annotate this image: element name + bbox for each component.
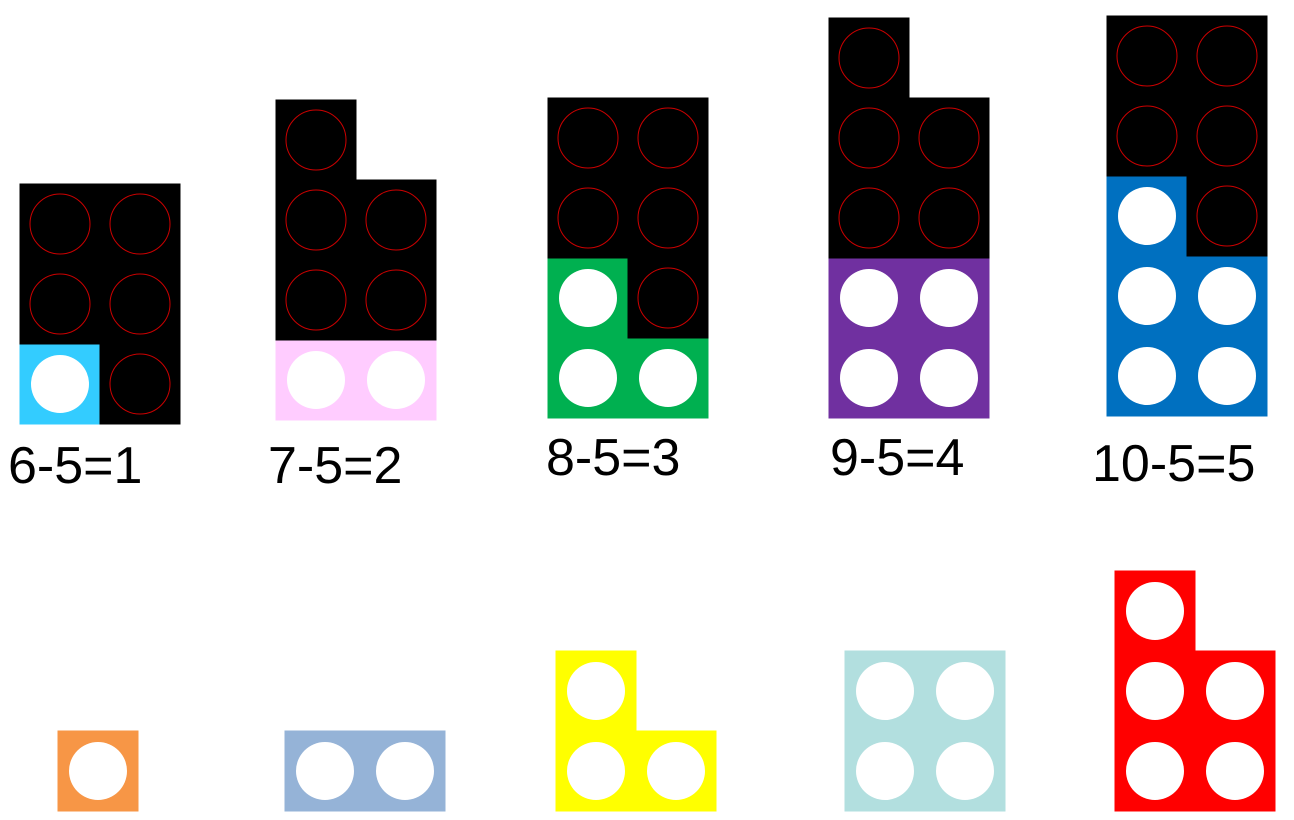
subtrahend-five-tile-cell	[909, 178, 990, 259]
subtrahend-five-tile-cell	[628, 258, 709, 339]
hole-dot	[840, 269, 898, 327]
hole-dot	[647, 742, 705, 800]
subtrahend-five-tile-cell	[276, 260, 357, 341]
hole-dot	[296, 742, 354, 800]
subtrahend-five-tile-cell	[100, 264, 181, 345]
hole-dot	[367, 351, 425, 409]
hole-dot	[1206, 662, 1264, 720]
hole-dot	[1118, 267, 1176, 325]
hole-dot	[376, 742, 434, 800]
subtrahend-five-tile-cell	[356, 260, 437, 341]
subtrahend-five-tile-cell	[829, 178, 910, 259]
loose-tile-3	[556, 651, 717, 812]
hole-dot	[840, 349, 898, 407]
subtrahend-five-tile-cell	[1107, 96, 1188, 177]
subtrahend-five-tile-cell	[829, 98, 910, 179]
subtrahend-five-tile-cell	[548, 98, 629, 179]
hole-dot	[936, 742, 994, 800]
subtrahend-five-tile-cell	[548, 178, 629, 259]
hole-dot	[1126, 582, 1184, 640]
equation-label-4: 9-5=4	[830, 432, 964, 484]
hole-dot	[567, 662, 625, 720]
subtrahend-five-tile-cell	[1187, 16, 1268, 97]
subtrahend-five-tile-cell	[829, 18, 910, 99]
hole-dot	[1126, 662, 1184, 720]
hole-dot	[856, 662, 914, 720]
subtrahend-five-tile-cell	[1187, 176, 1268, 257]
subtrahend-five-tile-cell	[628, 98, 709, 179]
hole-dot	[920, 269, 978, 327]
subtrahend-five-tile-cell	[356, 180, 437, 261]
hole-dot	[1206, 742, 1264, 800]
difference-tile-2	[276, 340, 437, 421]
subtrahend-five-tile-cell	[1107, 16, 1188, 97]
hole-dot	[567, 742, 625, 800]
hole-dot	[69, 742, 127, 800]
hole-dot	[1126, 742, 1184, 800]
hole-dot	[639, 349, 697, 407]
hole-dot	[559, 269, 617, 327]
loose-tile-5	[1115, 571, 1276, 812]
subtrahend-five-tile	[829, 18, 990, 259]
hole-dot	[920, 349, 978, 407]
hole-dot	[1118, 187, 1176, 245]
hole-dot	[1198, 267, 1256, 325]
subtrahend-five-tile-cell	[100, 344, 181, 425]
hole-dot	[31, 355, 89, 413]
hole-dot	[559, 349, 617, 407]
equation-label-3: 8-5=3	[546, 432, 680, 484]
subtrahend-five-tile-cell	[100, 184, 181, 265]
equation-label-2: 7-5=2	[268, 440, 402, 492]
subtrahend-five-tile-cell	[20, 264, 101, 345]
hole-dot	[1118, 347, 1176, 405]
subtrahend-five-tile-cell	[276, 100, 357, 181]
hole-dot	[287, 351, 345, 409]
subtrahend-five-tile	[276, 100, 437, 341]
subtrahend-five-tile-cell	[909, 98, 990, 179]
loose-tile-4	[845, 651, 1006, 812]
subtrahend-five-tile-cell	[20, 184, 101, 265]
hole-dot	[856, 742, 914, 800]
hole-dot	[1198, 347, 1256, 405]
equation-label-1: 6-5=1	[8, 440, 142, 492]
subtrahend-five-tile-cell	[628, 178, 709, 259]
difference-tile-1	[20, 344, 101, 425]
equation-label-5: 10-5=5	[1092, 438, 1255, 490]
difference-tile-4	[829, 258, 990, 419]
loose-tile-1	[58, 731, 139, 812]
loose-tile-2	[285, 731, 446, 812]
subtrahend-five-tile-cell	[1187, 96, 1268, 177]
subtrahend-five-tile-cell	[276, 180, 357, 261]
hole-dot	[936, 662, 994, 720]
